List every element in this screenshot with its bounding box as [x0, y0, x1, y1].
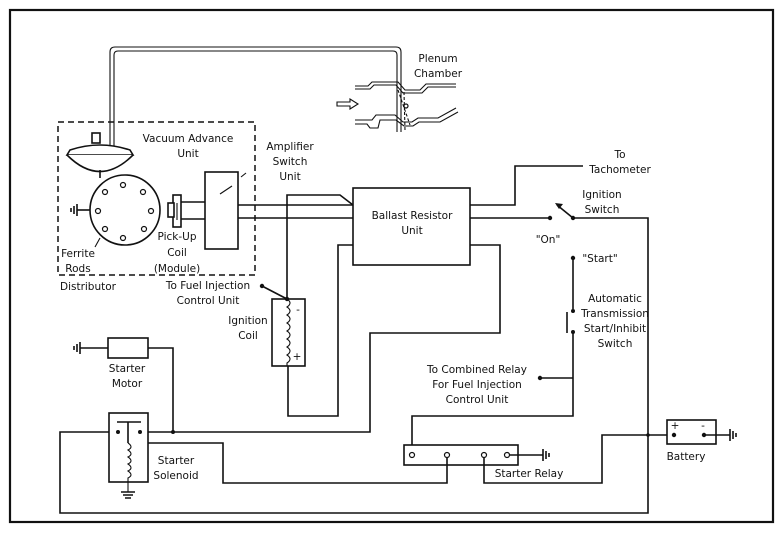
vacuum-hose-inner: [113, 50, 398, 160]
label-start: "Start": [582, 253, 617, 265]
ground-icon: [542, 449, 550, 461]
label-automatic: Automatic: [588, 293, 642, 305]
label-rods: Rods: [65, 263, 90, 275]
label-vacuum-advance: Vacuum Advance: [143, 133, 234, 145]
label-start-inhibit: Start/Inhibit: [584, 323, 646, 335]
label-starter: Starter: [109, 363, 146, 375]
label-chamber: Chamber: [414, 68, 463, 80]
ground-icon: [73, 342, 81, 354]
distributor-rotor: [70, 174, 161, 248]
label-pickup-coil: Coil: [167, 247, 187, 259]
wire-tachometer: [470, 165, 583, 206]
label-to: To: [613, 149, 625, 161]
label-coil-plus: +: [293, 351, 302, 363]
label-combined-relay: To Combined Relay: [426, 364, 527, 376]
label-for-fuel-injection: For Fuel Injection: [432, 379, 522, 391]
label-solenoid-starter: Starter: [158, 455, 195, 467]
label-amp-switch: Switch: [273, 156, 308, 168]
label-starter-relay: Starter Relay: [495, 468, 564, 480]
label-tachometer: Tachometer: [588, 164, 651, 176]
label-amplifier: Amplifier: [266, 141, 314, 153]
label-ignition-coil-1: Ignition: [228, 315, 267, 327]
vacuum-hose: [109, 46, 402, 160]
coil-winding-icon: [286, 298, 291, 366]
label-vacuum-unit: Unit: [177, 148, 198, 160]
wire-ballast-starter: [140, 244, 501, 433]
airflow-arrow-icon: [336, 98, 360, 110]
vacuum-advance-unit: [65, 132, 135, 178]
distributor-outline: [57, 121, 256, 276]
wire-relay-battery: [483, 434, 674, 484]
label-on: "On": [536, 234, 561, 246]
plenum-chamber: [336, 81, 459, 131]
wire-ballast-coil-positive: [287, 244, 353, 417]
label-solenoid: Solenoid: [153, 470, 198, 482]
label-module: (Module): [154, 263, 200, 275]
ground-icon: [729, 429, 737, 441]
label-ballast-resistor: Ballast Resistor: [372, 210, 454, 222]
label-coil-minus: -: [296, 304, 300, 316]
ground-icon: [121, 491, 135, 499]
label-ignition: Ignition: [582, 189, 621, 201]
amplifier-switch-unit: [204, 171, 239, 250]
label-battery: Battery: [667, 451, 706, 463]
label-ballast-unit: Unit: [401, 225, 422, 237]
battery-minus-label: -: [701, 420, 705, 432]
label-ignition-coil-2: Coil: [238, 330, 258, 342]
solenoid-winding-icon: [126, 442, 132, 492]
label-inhibit-switch: Switch: [598, 338, 633, 350]
ballast-resistor-unit: [352, 187, 471, 266]
battery-plus-label: +: [671, 420, 680, 432]
label-fi-control-unit: Control Unit: [177, 295, 240, 307]
wire-amplifier-ballast: [238, 204, 353, 219]
label-plenum: Plenum: [418, 53, 457, 65]
battery: [666, 419, 717, 445]
label-to-fuel-injection: To Fuel Injection: [165, 280, 250, 292]
label-ferrite: Ferrite: [61, 248, 95, 260]
starter-motor: [107, 337, 149, 359]
label-pick-up: Pick-Up: [157, 231, 196, 243]
label-ignition-switch: Switch: [585, 204, 620, 216]
label-transmission: Transmission: [580, 308, 649, 320]
ground-icon: [70, 204, 78, 216]
wire-relay-solenoid: [130, 442, 448, 484]
starter-relay: [403, 444, 519, 466]
wire-battery-main: [59, 217, 649, 514]
diagram-frame: [8, 8, 775, 524]
wire-relay-coil: [411, 332, 574, 453]
label-motor: Motor: [112, 378, 143, 390]
wire-ballast-coil-negative: [286, 194, 354, 298]
label-amp-unit: Unit: [279, 171, 300, 183]
pickup-coil: [167, 194, 205, 228]
label-relay-control-unit: Control Unit: [446, 394, 509, 406]
label-distributor: Distributor: [60, 281, 117, 293]
